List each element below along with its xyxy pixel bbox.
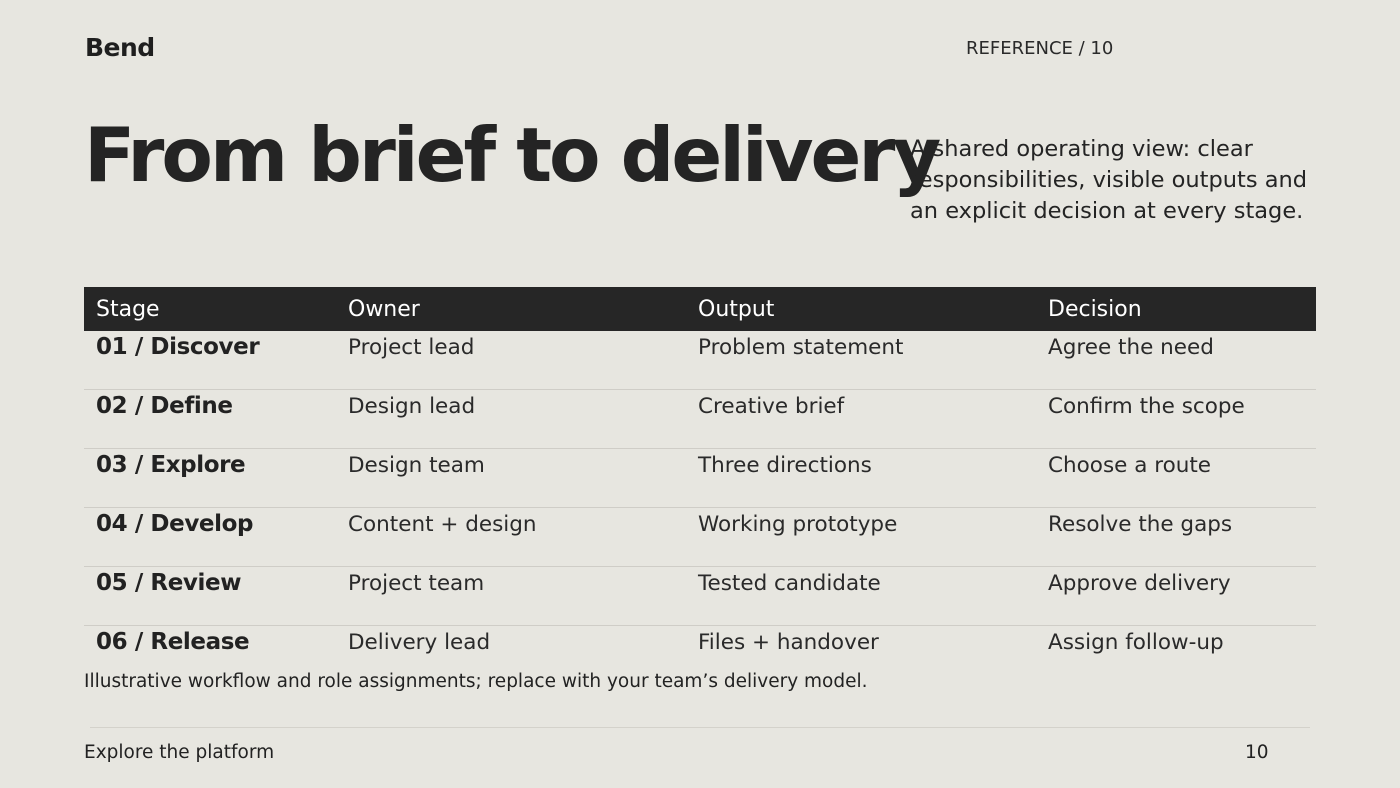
column-header-decision: Decision [1036, 287, 1316, 331]
page-number: 10 [1245, 742, 1269, 763]
output-cell: Working prototype [686, 507, 1036, 567]
decision-cell: Assign follow-up [1048, 630, 1224, 655]
output-cell: Creative brief [686, 389, 1036, 449]
owner-cell: Project team [336, 566, 686, 626]
output-cell: Problem statement [686, 331, 1036, 390]
stage-cell: 05 / Review [84, 566, 336, 626]
output-cell: Three directions [686, 448, 1036, 508]
decision-cell: Agree the need [1036, 331, 1316, 390]
decision-cell: Confirm the scope [1036, 389, 1316, 449]
column-header-output: Output [686, 287, 1036, 331]
column-header-owner: Owner [336, 287, 686, 331]
stage-cell: 02 / Define [84, 389, 336, 449]
intro-text: A shared operating view: clear responsib… [910, 136, 1308, 224]
table-row: 05 / Review Project team Tested candidat… [84, 566, 1316, 626]
table-row: 03 / Explore Design team Three direction… [84, 448, 1316, 508]
output-cell: Tested candidate [686, 566, 1036, 626]
owner-cell: Design team [336, 448, 686, 508]
decision-cell: Resolve the gaps [1036, 507, 1316, 567]
owner-cell: Project lead [336, 331, 686, 390]
stage-cell: 04 / Develop [84, 507, 336, 567]
stage-cell: 03 / Explore [84, 448, 336, 508]
owner-cell: Design lead [336, 389, 686, 449]
table-header-row: Stage Owner Output Decision [84, 287, 1316, 331]
page-title: From brief to delivery [84, 111, 941, 199]
reference-label: REFERENCE / 10 [966, 38, 1114, 59]
stage-cell: 06 / Release [96, 629, 250, 655]
column-header-stage: Stage [84, 287, 336, 331]
table-row: 01 / Discover Project lead Problem state… [84, 331, 1316, 390]
footer-divider [90, 727, 1310, 728]
workflow-table: Stage Owner Output Decision 01 / Discove… [84, 287, 1316, 684]
owner-cell: Delivery lead [348, 630, 491, 655]
table-row: 02 / Define Design lead Creative brief C… [84, 389, 1316, 449]
output-cell: Files + handover [698, 630, 879, 655]
decision-cell: Approve delivery [1036, 566, 1316, 626]
decision-cell: Choose a route [1036, 448, 1316, 508]
table-row: 06 / Release Delivery lead Files + hando… [84, 626, 1316, 685]
footnote: Illustrative workflow and role assignmen… [84, 671, 868, 692]
stage-cell: 01 / Discover [84, 331, 336, 390]
owner-cell: Content + design [336, 507, 686, 567]
table-row: 04 / Develop Content + design Working pr… [84, 507, 1316, 567]
brand-logo: Bend [85, 33, 155, 62]
explore-platform-link[interactable]: Explore the platform [84, 742, 275, 763]
